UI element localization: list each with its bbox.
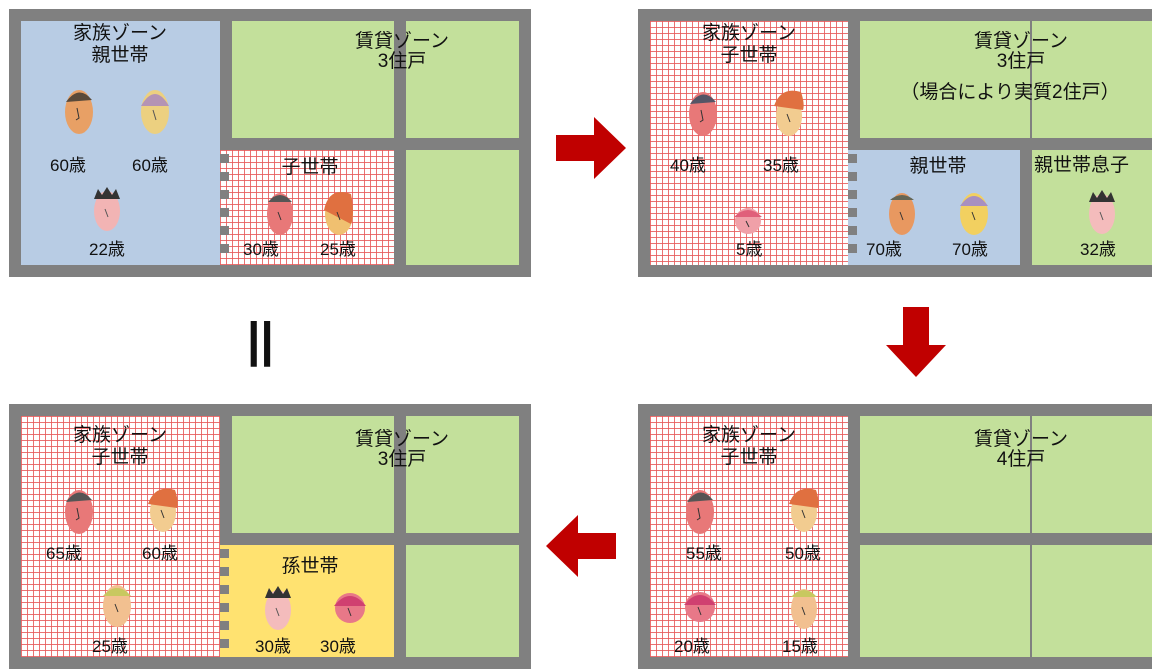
person-face-icon	[686, 490, 714, 534]
sub-household-label: 親世帯	[909, 156, 967, 177]
age-label: 25歳	[320, 240, 356, 259]
rental-units-label: 3住戸	[377, 449, 427, 470]
panel-bottom-left: 家族ゾーン 子世帯 賃貸ゾーン 3住戸 孫世帯 65歳 60歳 25歳 30歳 …	[9, 404, 531, 669]
rental-zone-label: 賃貸ゾーン	[354, 429, 450, 450]
sub-household-label: 孫世帯	[281, 556, 339, 577]
family-sub-label: 子世帯	[720, 447, 778, 468]
rental-zone-label: 賃貸ゾーン	[973, 429, 1069, 450]
person-face-icon	[689, 92, 717, 136]
rental-unit	[406, 416, 519, 533]
rental-zone-label: 賃貸ゾーン	[354, 31, 450, 52]
age-label: 20歳	[674, 637, 710, 656]
person-face-icon	[265, 586, 291, 630]
arrow-down-icon	[886, 307, 946, 377]
rental-unit	[860, 21, 1030, 138]
age-label: 30歳	[255, 637, 291, 656]
person-face-icon	[94, 187, 120, 231]
child-household-zone	[220, 150, 394, 265]
age-label: 70歳	[952, 240, 988, 259]
age-label: 35歳	[763, 156, 799, 175]
rental-units-label: 3住戸	[377, 51, 427, 72]
rental-unit	[860, 416, 1030, 533]
age-label: 50歳	[785, 544, 821, 563]
rental-unit	[406, 150, 519, 265]
rental-unit	[232, 416, 394, 533]
family-zone	[21, 416, 220, 657]
age-label: 25歳	[92, 637, 128, 656]
arrow-right-icon	[556, 117, 626, 179]
age-label: 70歳	[866, 240, 902, 259]
arrow-left-icon	[546, 515, 616, 577]
son-household-label: 親世帯息子	[1034, 155, 1130, 176]
parent-household-zone	[848, 150, 1020, 265]
family-sub-label: 子世帯	[720, 45, 778, 66]
person-face-icon	[65, 90, 93, 134]
age-label: 55歳	[686, 544, 722, 563]
rental-unit	[406, 545, 519, 657]
age-label: 22歳	[89, 240, 125, 259]
age-label: 32歳	[1080, 240, 1116, 259]
rental-unit	[860, 545, 1030, 657]
person-face-icon	[1089, 190, 1115, 234]
dashed-partition	[220, 549, 229, 655]
family-zone-label: 家族ゾーン	[72, 425, 168, 446]
person-face-icon	[684, 592, 716, 622]
family-sub-label: 親世帯	[91, 45, 149, 66]
family-zone	[21, 21, 220, 265]
rental-unit	[1032, 545, 1152, 657]
age-label: 5歳	[736, 240, 763, 259]
family-zone	[650, 21, 848, 265]
panel-top-right: 家族ゾーン 子世帯 賃貸ゾーン 3住戸 （場合により実質2住戸） 親世帯 親世帯…	[638, 9, 1152, 277]
rental-unit	[1032, 21, 1152, 138]
dashed-partition	[848, 154, 857, 262]
person-face-icon	[148, 488, 178, 532]
family-zone-label: 家族ゾーン	[701, 23, 797, 44]
rental-note-label: （場合により実質2住戸）	[900, 82, 1120, 103]
rental-units-label: 3住戸	[996, 51, 1046, 72]
person-face-icon	[103, 585, 131, 627]
person-face-icon	[141, 90, 169, 134]
age-label: 65歳	[46, 544, 82, 563]
person-face-icon	[324, 192, 353, 235]
equals-symbol: ||	[247, 314, 274, 367]
person-face-icon	[774, 90, 804, 136]
rental-unit	[1032, 416, 1152, 533]
person-face-icon	[65, 490, 93, 534]
age-label: 30歳	[320, 637, 356, 656]
panel-bottom-right: 家族ゾーン 子世帯 賃貸ゾーン 4住戸 55歳 50歳 20歳 15歳	[638, 404, 1152, 669]
age-label: 60歳	[132, 156, 168, 175]
rental-unit	[406, 21, 519, 138]
rental-unit	[232, 21, 394, 138]
rental-units-label: 4住戸	[996, 449, 1046, 470]
age-label: 15歳	[782, 637, 818, 656]
person-face-icon	[334, 593, 366, 623]
grandchild-household-zone	[220, 545, 394, 657]
family-sub-label: 子世帯	[91, 447, 149, 468]
person-face-icon	[734, 208, 762, 234]
family-zone-label: 家族ゾーン	[72, 23, 168, 44]
rental-zone-label: 賃貸ゾーン	[973, 31, 1069, 52]
person-face-icon	[267, 193, 293, 235]
person-face-icon	[791, 589, 817, 629]
age-label: 40歳	[670, 156, 706, 175]
person-face-icon	[960, 193, 988, 235]
panel-top-left: 家族ゾーン 親世帯 賃貸ゾーン 3住戸 子世帯 60歳 60歳 22歳 30歳 …	[9, 9, 531, 277]
age-label: 60歳	[142, 544, 178, 563]
person-face-icon	[889, 193, 915, 235]
age-label: 60歳	[50, 156, 86, 175]
dashed-partition	[220, 154, 229, 262]
person-face-icon	[789, 488, 819, 532]
age-label: 30歳	[243, 240, 279, 259]
family-zone-label: 家族ゾーン	[701, 425, 797, 446]
sub-household-label: 子世帯	[281, 157, 339, 178]
